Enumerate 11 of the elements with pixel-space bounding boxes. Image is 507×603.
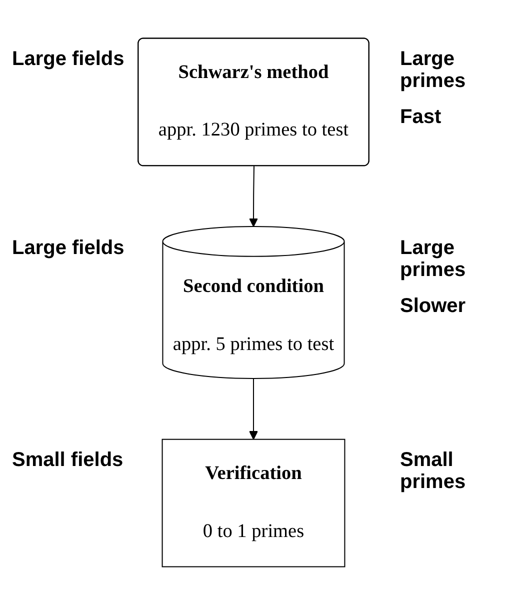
side-label: Slower xyxy=(400,294,467,317)
side-label: Large fields xyxy=(12,236,126,259)
side-label: Large primes xyxy=(400,48,467,92)
side-label: Small fields xyxy=(12,449,124,472)
arrow xyxy=(249,166,258,227)
node-box: Verification 0 to 1 primes xyxy=(162,438,346,568)
side-label: Large primes xyxy=(400,236,467,281)
side-label: Small primes xyxy=(400,449,467,494)
arrow xyxy=(249,378,258,440)
side-label: Fast xyxy=(400,106,442,128)
side-label: Large fields xyxy=(12,48,126,70)
